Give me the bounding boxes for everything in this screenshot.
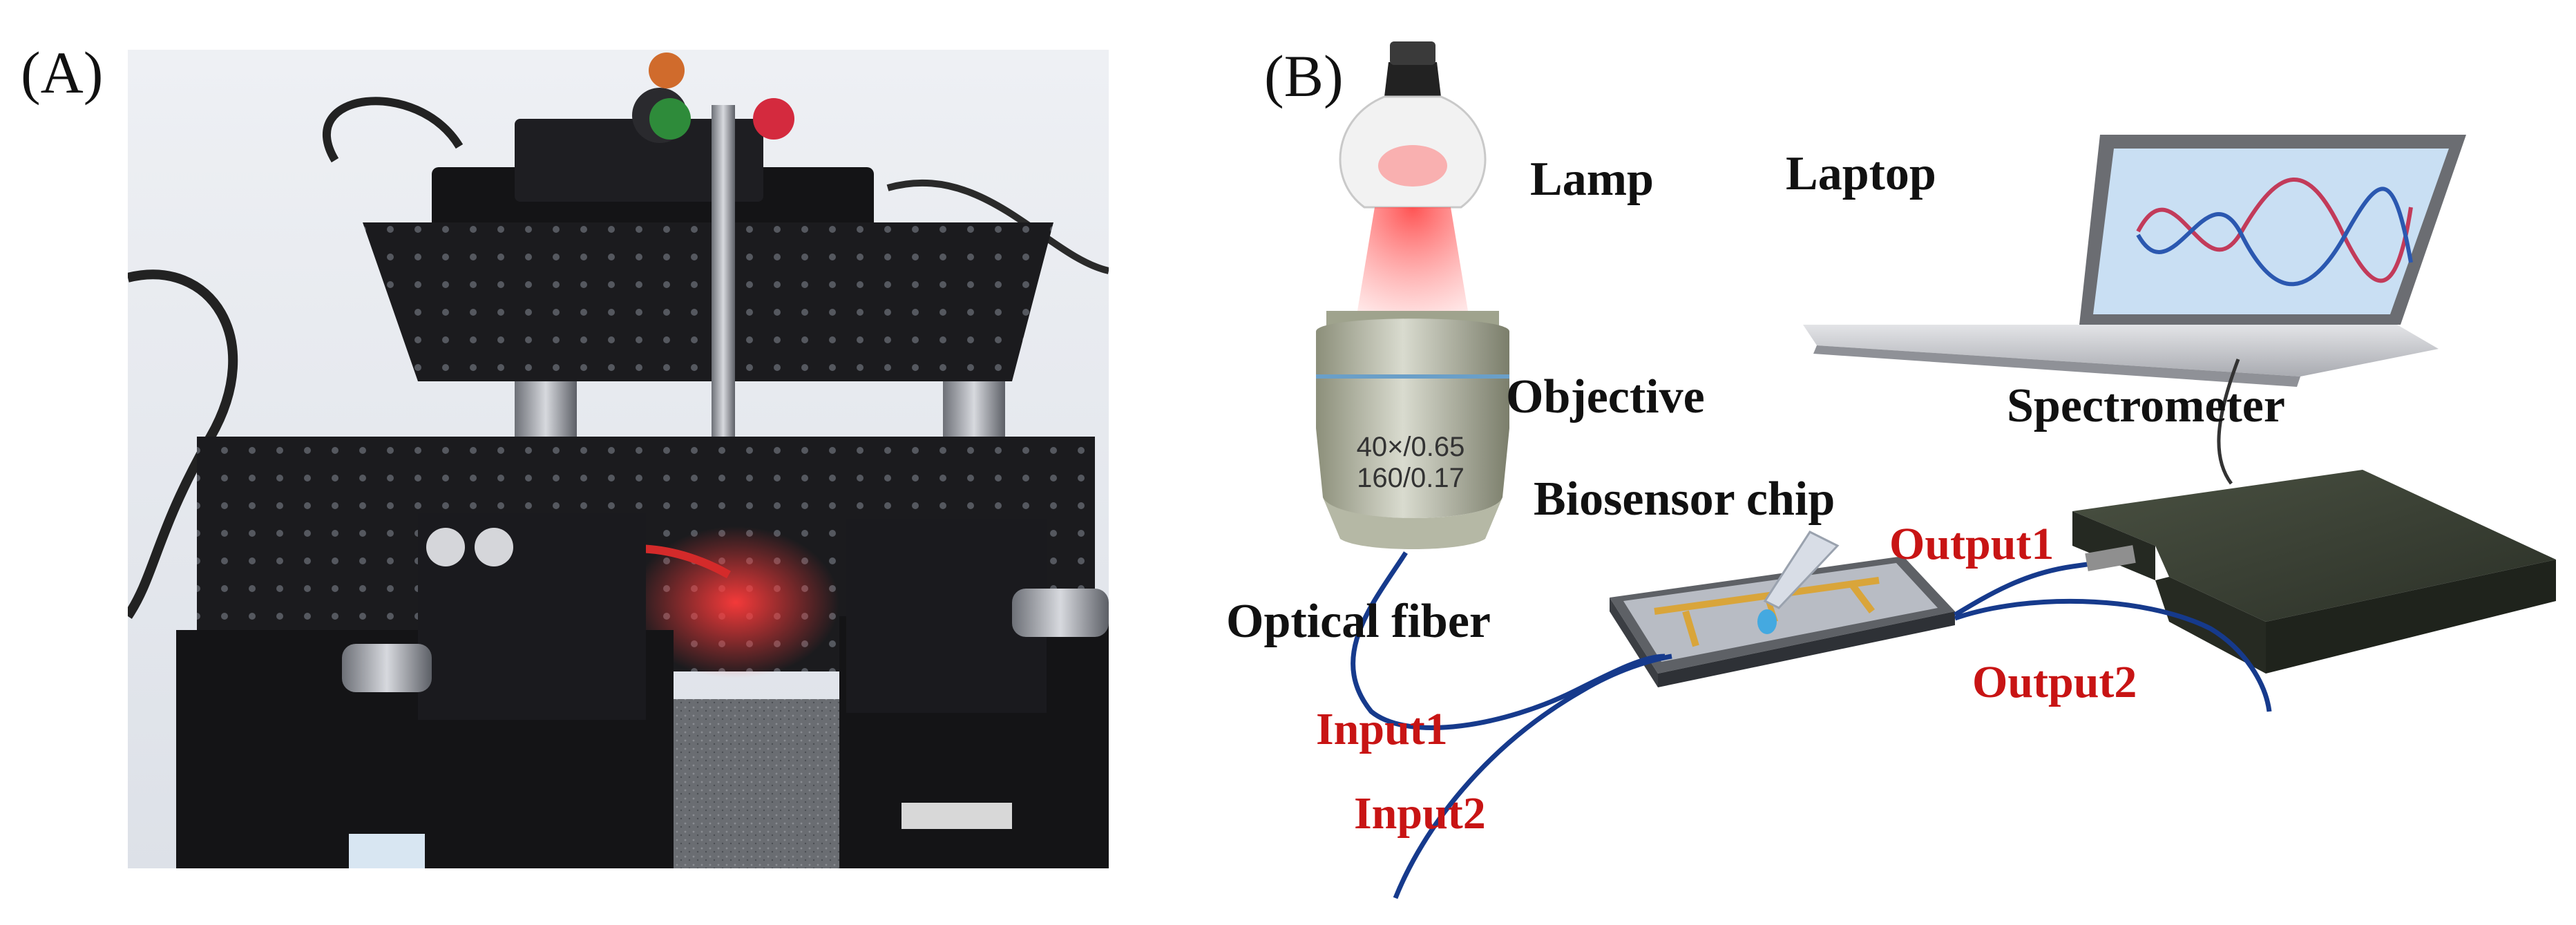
objective-text-2: 160/0.17: [1357, 463, 1464, 493]
fiber-connector: [2085, 545, 2136, 571]
output1-label: Output1: [1889, 519, 2054, 569]
cable: [886, 180, 1109, 274]
laptop-icon: [1803, 135, 2466, 387]
input1-label: Input1: [1316, 704, 1448, 754]
cable: [322, 97, 464, 163]
right-micrometer: [1012, 589, 1109, 637]
biosensor-chip-label: Biosensor chip: [1534, 473, 1835, 526]
objective-text-1: 40×/0.65: [1357, 432, 1465, 462]
orange-knob: [649, 53, 685, 88]
spectrometer-label: Spectrometer: [2007, 379, 2285, 432]
optical-fiber-label: Optical fiber: [1226, 595, 1491, 648]
optical-bench-photo: [128, 50, 1109, 868]
cable: [128, 269, 238, 619]
laser-glow: [632, 526, 839, 678]
output1-fiber: [1954, 557, 2121, 618]
green-knob: [649, 98, 691, 140]
laptop-label: Laptop: [1786, 147, 1936, 200]
lamp-icon: [1339, 41, 1487, 332]
biosensor-chip-icon: [1610, 531, 1955, 687]
stage-label-sticker: [349, 834, 425, 868]
red-knob: [753, 98, 794, 140]
upper-breadboard: [363, 222, 1053, 381]
panel-b-letter: (B): [1264, 43, 1344, 109]
output2-fiber: [1954, 598, 2272, 712]
lamp-label: Lamp: [1530, 153, 1654, 206]
stage-label-sticker: [901, 803, 1012, 829]
objective-icon: 40×/0.65 160/0.17: [1316, 311, 1509, 549]
optical-fibers: [1351, 551, 2272, 899]
input2-fiber: [1393, 654, 1672, 899]
granite-base: [674, 699, 839, 868]
left-mount-knob: [426, 528, 465, 566]
left-micrometer: [342, 644, 432, 692]
top-mount: [515, 119, 763, 202]
panel-a-letter: (A): [21, 39, 104, 106]
left-mount-knob: [475, 528, 513, 566]
objective-label: Objective: [1506, 370, 1705, 423]
output2-label: Output2: [1972, 657, 2137, 707]
input2-label: Input2: [1354, 788, 1486, 839]
